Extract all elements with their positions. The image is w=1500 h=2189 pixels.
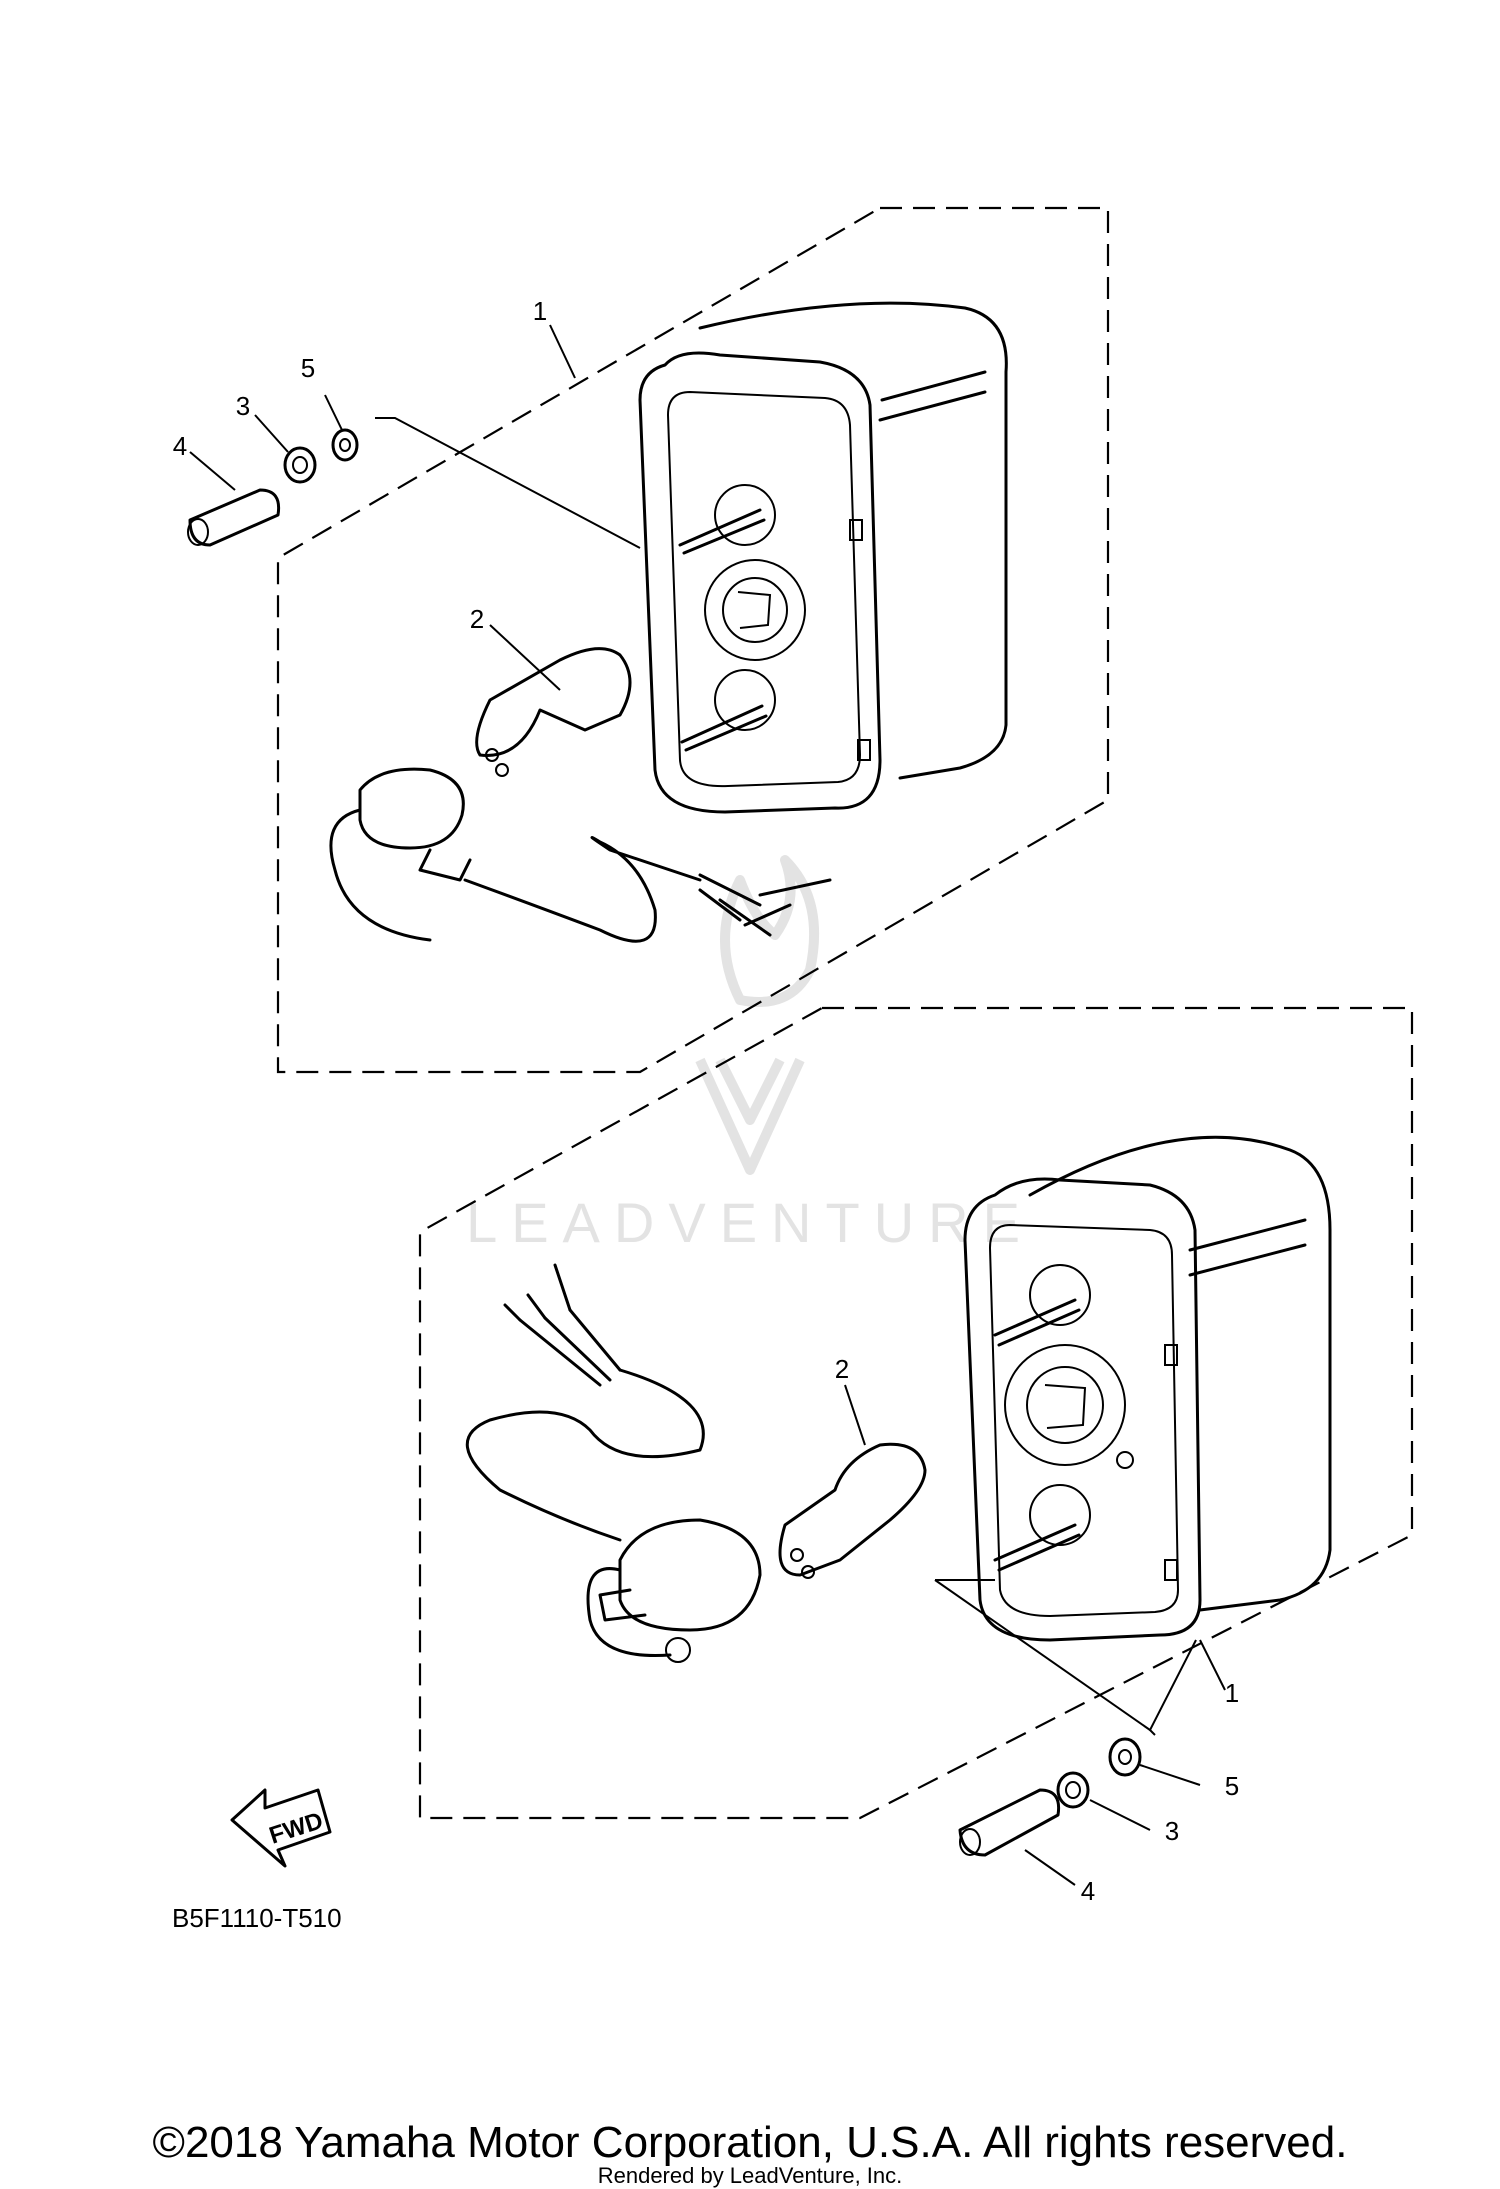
lower-socket-and-wiring [465,1263,762,1663]
lower-bulb [778,1442,927,1579]
lower-callout-3: 3 [1165,1816,1179,1846]
lower-dashed-box [418,1006,1414,1820]
upper-socket-and-wiring [329,767,832,943]
fwd-arrow-icon: FWD [230,1788,332,1868]
upper-callout-1: 1 [533,296,547,326]
upper-callout-2: 2 [470,604,484,634]
upper-hardware [187,428,359,547]
upper-callout-5: 5 [301,353,315,383]
upper-callout-4: 4 [173,431,187,461]
lower-callout-5: 5 [1225,1771,1239,1801]
copyright-notice: ©2018 Yamaha Motor Corporation, U.S.A. A… [152,2118,1348,2167]
diagram-code: B5F1110-T510 [172,1903,342,1933]
lower-callout-4: 4 [1081,1876,1095,1906]
upper-assembly: 1 2 3 4 5 [173,206,1110,1074]
lower-callout-2: 2 [835,1354,849,1384]
lower-hardware [958,1737,1142,1857]
rendered-by-credit: Rendered by LeadVenture, Inc. [597,2163,903,2188]
upper-callout-3: 3 [236,391,250,421]
lower-assembly: 1 2 3 4 5 [418,1006,1414,1906]
lower-lamp-housing [963,1135,1332,1642]
watermark-text: LEADVENTURE [466,1191,1034,1254]
leadventure-watermark: LEADVENTURE [466,855,1034,1254]
lower-callout-1: 1 [1225,1678,1239,1708]
upper-lamp-housing [638,301,1008,814]
upper-dashed-box [276,206,1110,1074]
upper-bulb [475,647,632,777]
